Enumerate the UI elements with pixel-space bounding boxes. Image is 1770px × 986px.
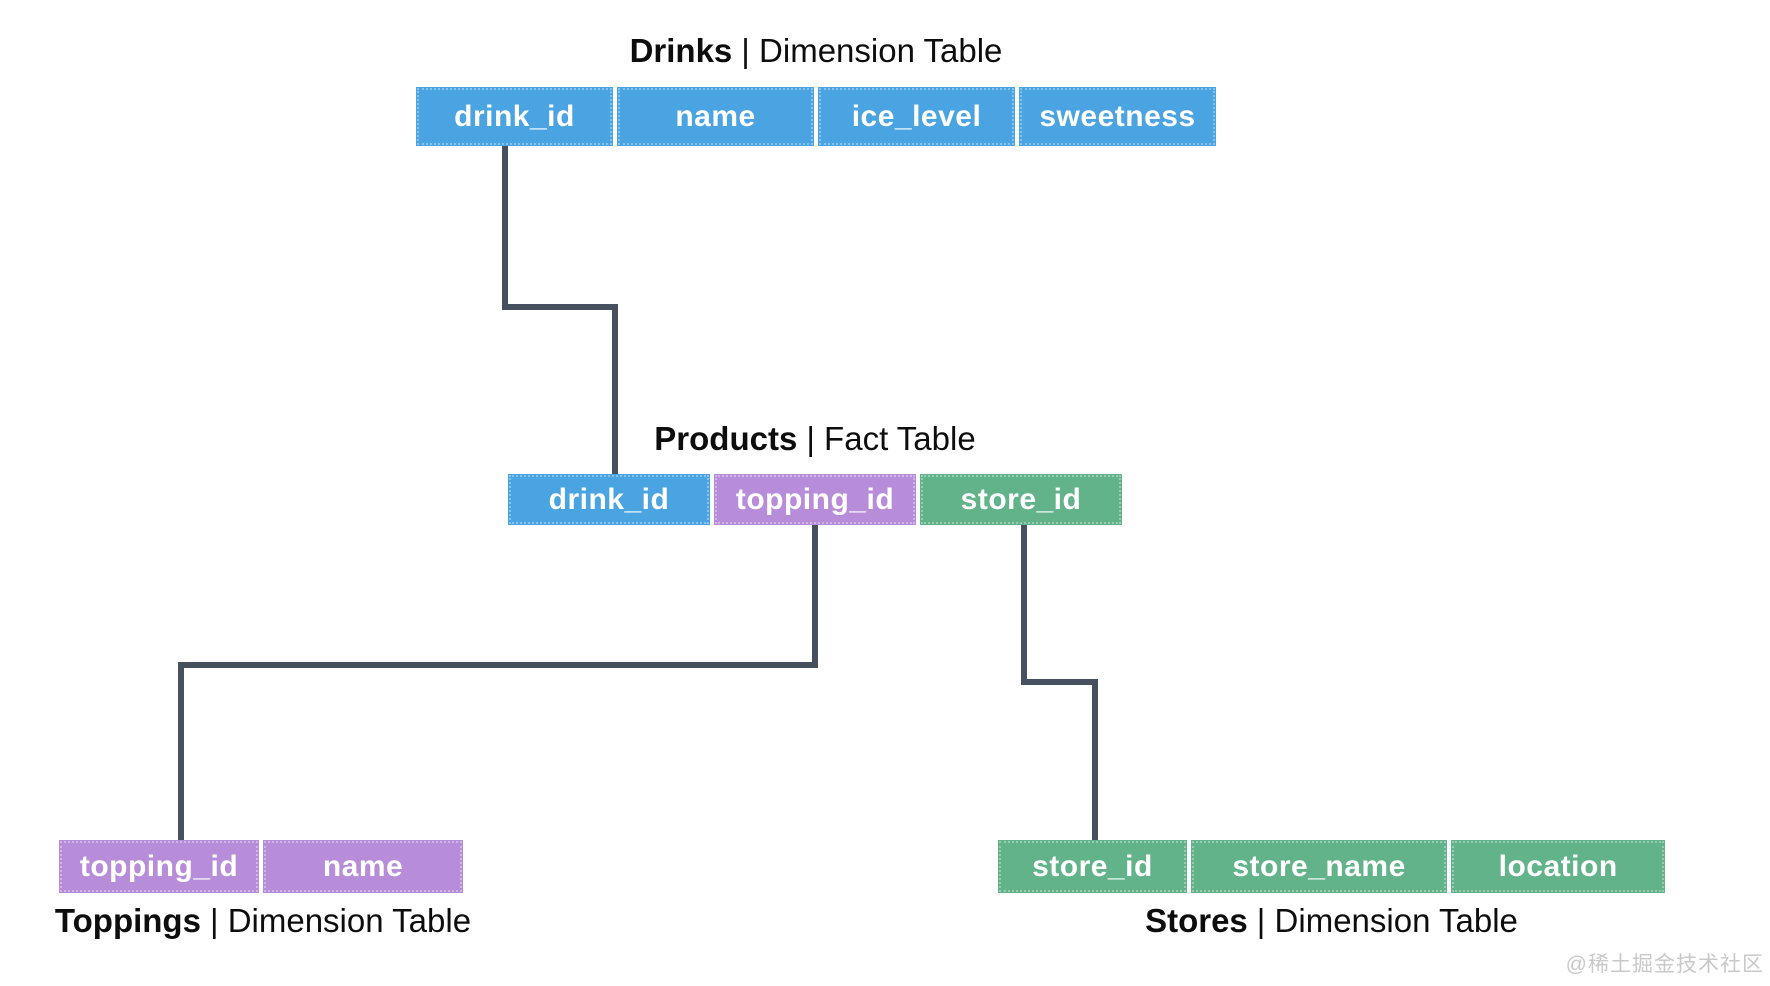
stores-table-name: Stores bbox=[1145, 902, 1248, 939]
drinks-column-sweetness: sweetness bbox=[1019, 87, 1216, 146]
drinks-table-type: | Dimension Table bbox=[741, 32, 1003, 69]
drinks-table: drink_id name ice_level sweetness bbox=[416, 87, 1216, 146]
relationship-line-products-stores bbox=[1021, 525, 1098, 840]
drinks-column-name: name bbox=[617, 87, 814, 146]
drinks-column-drink-id: drink_id bbox=[416, 87, 613, 146]
products-table: drink_id topping_id store_id bbox=[508, 474, 1122, 525]
toppings-table-type: | Dimension Table bbox=[209, 902, 472, 939]
stores-table: store_id store_name location bbox=[998, 840, 1665, 893]
products-column-topping-id: topping_id bbox=[714, 474, 916, 525]
stores-column-store-name: store_name bbox=[1190, 840, 1448, 893]
toppings-table-title: Toppings| Dimension Table bbox=[40, 902, 486, 940]
drinks-column-ice-level: ice_level bbox=[818, 87, 1015, 146]
stores-table-title: Stores| Dimension Table bbox=[998, 902, 1665, 940]
toppings-column-name: name bbox=[263, 840, 463, 893]
toppings-table: topping_id name bbox=[59, 840, 463, 893]
products-table-title: Products| Fact Table bbox=[508, 420, 1122, 458]
stores-table-type: | Dimension Table bbox=[1256, 902, 1518, 939]
stores-column-location: location bbox=[1451, 840, 1665, 893]
watermark: @稀土掘金技术社区 bbox=[1565, 953, 1764, 976]
drinks-table-title: Drinks| Dimension Table bbox=[416, 32, 1216, 70]
drinks-table-name: Drinks bbox=[629, 32, 733, 69]
relationship-line-products-toppings bbox=[178, 525, 818, 840]
toppings-column-topping-id: topping_id bbox=[59, 840, 259, 893]
stores-column-store-id: store_id bbox=[998, 840, 1187, 893]
products-table-name: Products bbox=[654, 420, 798, 457]
toppings-table-name: Toppings bbox=[54, 902, 201, 939]
products-column-store-id: store_id bbox=[920, 474, 1122, 525]
products-column-drink-id: drink_id bbox=[508, 474, 710, 525]
products-table-type: | Fact Table bbox=[806, 420, 976, 457]
